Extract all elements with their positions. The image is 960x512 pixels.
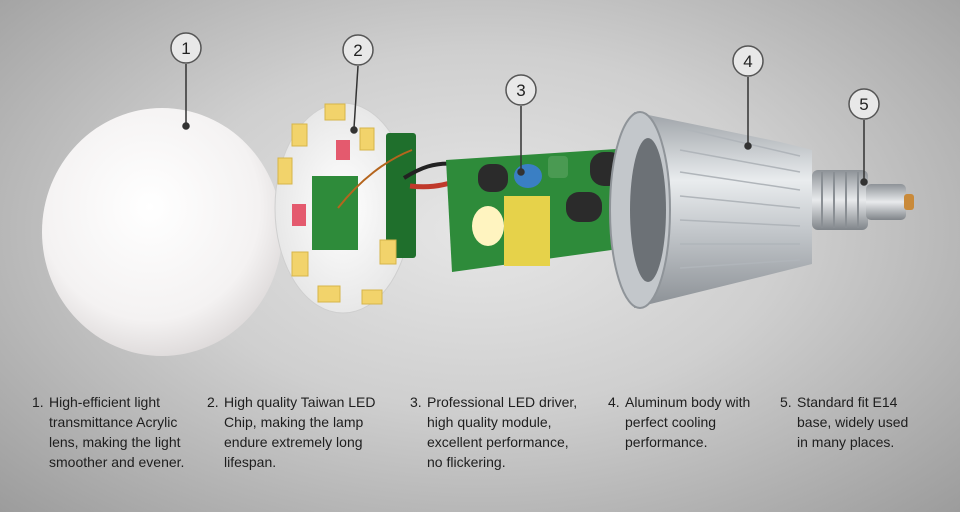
svg-text:1: 1: [181, 39, 190, 58]
driver-capacitor-1: [478, 164, 508, 192]
caption-line: high quality module,: [427, 414, 552, 430]
svg-text:2: 2: [353, 41, 362, 60]
led-board-center-pcb: [312, 176, 358, 250]
led-driver-module: [446, 148, 632, 272]
caption-line: Chip, making the lamp: [224, 414, 364, 430]
caption-number: 4.: [608, 394, 620, 410]
caption-3: 3. Professional LED driver, high quality…: [410, 392, 577, 472]
led-board-side-pcb: [386, 133, 416, 258]
callout-5: 5: [848, 88, 880, 120]
led-chip-board: [274, 102, 416, 314]
caption-number: 1.: [32, 394, 44, 410]
caption-line: endure extremely long: [224, 434, 363, 450]
caption-line: transmittance Acrylic: [49, 414, 178, 430]
caption-line: performance.: [625, 434, 708, 450]
driver-capacitor-3: [566, 192, 602, 222]
svg-text:3: 3: [516, 81, 525, 100]
caption-line: Standard fit E14: [797, 394, 898, 410]
feature-captions: 1. High-efficient light transmittance Ac…: [0, 392, 960, 502]
rgb-led-chips: [292, 140, 350, 226]
callout-3: 3: [505, 74, 537, 106]
callout-leaders: [182, 64, 868, 186]
aluminum-body: [609, 111, 812, 309]
caption-line: Professional LED driver,: [427, 394, 578, 410]
caption-number: 2.: [207, 394, 219, 410]
callout-1: 1: [170, 32, 202, 64]
caption-line: smoother and evener.: [49, 454, 185, 470]
cooling-fins: [679, 127, 801, 269]
caption-4: 4. Aluminum body with perfect cooling pe…: [608, 392, 750, 452]
caption-line: base, widely used: [797, 414, 909, 430]
base-threads: [821, 172, 859, 228]
callout-4: 4: [732, 45, 764, 77]
e14-base: [812, 170, 914, 230]
caption-line: no flickering.: [427, 454, 506, 470]
caption-2: 2. High quality Taiwan LED Chip, making …: [207, 392, 376, 472]
driver-capacitor-blue: [514, 164, 542, 188]
caption-line: in many places.: [797, 434, 895, 450]
caption-line: lifespan.: [224, 454, 277, 470]
caption-line: lens, making the light: [49, 434, 181, 450]
driver-transformer: [504, 196, 550, 266]
caption-number: 5.: [780, 394, 792, 410]
svg-text:4: 4: [743, 52, 752, 71]
caption-line: High quality Taiwan LED: [224, 394, 376, 410]
caption-line: excellent performance,: [427, 434, 569, 450]
svg-text:5: 5: [859, 95, 868, 114]
caption-line: perfect cooling: [625, 414, 717, 430]
caption-line: Aluminum body with: [625, 394, 751, 410]
caption-line: High-efficient light: [49, 394, 161, 410]
caption-1: 1. High-efficient light transmittance Ac…: [32, 392, 184, 472]
callout-2: 2: [342, 34, 374, 66]
caption-5: 5. Standard fit E14 base, widely used in…: [780, 392, 908, 452]
led-chips: [277, 103, 397, 305]
caption-number: 3.: [410, 394, 422, 410]
acrylic-lens-dome: [42, 108, 282, 356]
